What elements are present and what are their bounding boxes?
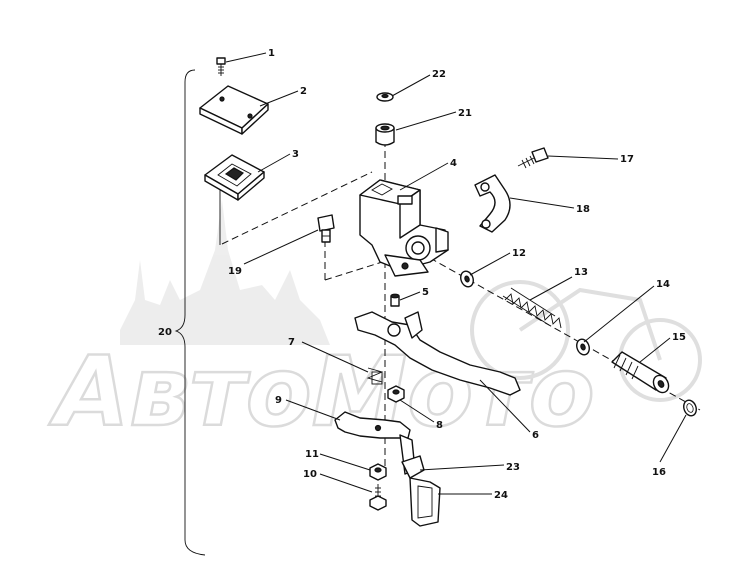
part-clamp-18 xyxy=(474,174,511,233)
watermark: АвтоМото xyxy=(47,200,702,449)
leader-10 xyxy=(319,473,373,493)
part-master-cylinder-4 xyxy=(359,179,449,277)
part-pivot-bolt-19 xyxy=(317,214,335,243)
leader-6 xyxy=(479,379,531,433)
callout-20: 20 xyxy=(158,327,172,338)
callout-9: 9 xyxy=(275,395,282,406)
callout-14: 14 xyxy=(656,279,670,290)
callout-23: 23 xyxy=(506,462,520,473)
leader-21 xyxy=(395,111,457,131)
leader-5 xyxy=(399,291,421,301)
callout-13: 13 xyxy=(574,267,588,278)
callout-8: 8 xyxy=(436,420,443,431)
leader-23 xyxy=(419,464,505,471)
part-bolt-17 xyxy=(517,147,549,169)
leader-3 xyxy=(257,153,291,173)
part-diaphragm-3 xyxy=(204,154,265,201)
part-screw-1 xyxy=(216,57,226,76)
leader-15 xyxy=(639,337,671,363)
part-snap-ring-16 xyxy=(683,399,697,417)
group-bracket xyxy=(174,69,206,556)
part-screw-10 xyxy=(369,484,387,511)
leader-22 xyxy=(391,74,431,97)
leader-18 xyxy=(509,197,575,209)
callout-16: 16 xyxy=(652,467,666,478)
callout-7: 7 xyxy=(288,337,295,348)
leader-7 xyxy=(301,341,369,373)
leader-2 xyxy=(259,90,299,107)
leader-4 xyxy=(399,162,449,191)
part-spring-13 xyxy=(502,287,562,329)
part-washer-14 xyxy=(576,338,590,356)
part-spring-7 xyxy=(366,367,384,385)
callout-3: 3 xyxy=(292,149,299,160)
part-bushing-5 xyxy=(390,293,400,307)
callout-1: 1 xyxy=(268,48,275,59)
leader-13 xyxy=(529,276,573,301)
reservoir-axis-link xyxy=(221,171,373,245)
watermark-skyline xyxy=(120,200,330,345)
leader-17 xyxy=(547,155,619,160)
part-piston-15 xyxy=(611,351,670,394)
callout-12: 12 xyxy=(512,248,526,259)
callout-18: 18 xyxy=(576,204,590,215)
part-washer-22 xyxy=(376,92,394,102)
callout-11: 11 xyxy=(305,449,319,460)
leader-16 xyxy=(659,414,687,463)
part-switch-24 xyxy=(401,455,441,527)
part-nut-11 xyxy=(369,463,387,481)
leader-8 xyxy=(399,399,435,423)
leader-9 xyxy=(285,399,341,421)
callout-labels: 1 2 3 4 5 6 7 8 9 10 11 12 13 14 15 16 1… xyxy=(158,48,686,501)
leader-11 xyxy=(319,453,371,471)
callout-24: 24 xyxy=(494,490,508,501)
part-nut-8 xyxy=(387,385,405,403)
part-reservoir-cover-2 xyxy=(199,85,269,135)
callout-2: 2 xyxy=(300,86,307,97)
part-lever-6 xyxy=(354,311,521,396)
callout-15: 15 xyxy=(672,332,686,343)
leader-12 xyxy=(469,252,511,276)
callout-21: 21 xyxy=(458,108,472,119)
callout-19: 19 xyxy=(228,266,242,277)
callout-17: 17 xyxy=(620,154,634,165)
callout-5: 5 xyxy=(422,287,429,298)
leader-1 xyxy=(225,52,267,63)
leader-lines xyxy=(225,52,687,495)
leader-19 xyxy=(243,229,319,265)
part-washer-12 xyxy=(460,270,474,288)
leader-14 xyxy=(583,285,655,343)
callout-6: 6 xyxy=(532,430,539,441)
callout-22: 22 xyxy=(432,69,446,80)
callout-4: 4 xyxy=(450,158,457,169)
callout-10: 10 xyxy=(303,469,317,480)
part-bushing-21 xyxy=(375,123,395,146)
